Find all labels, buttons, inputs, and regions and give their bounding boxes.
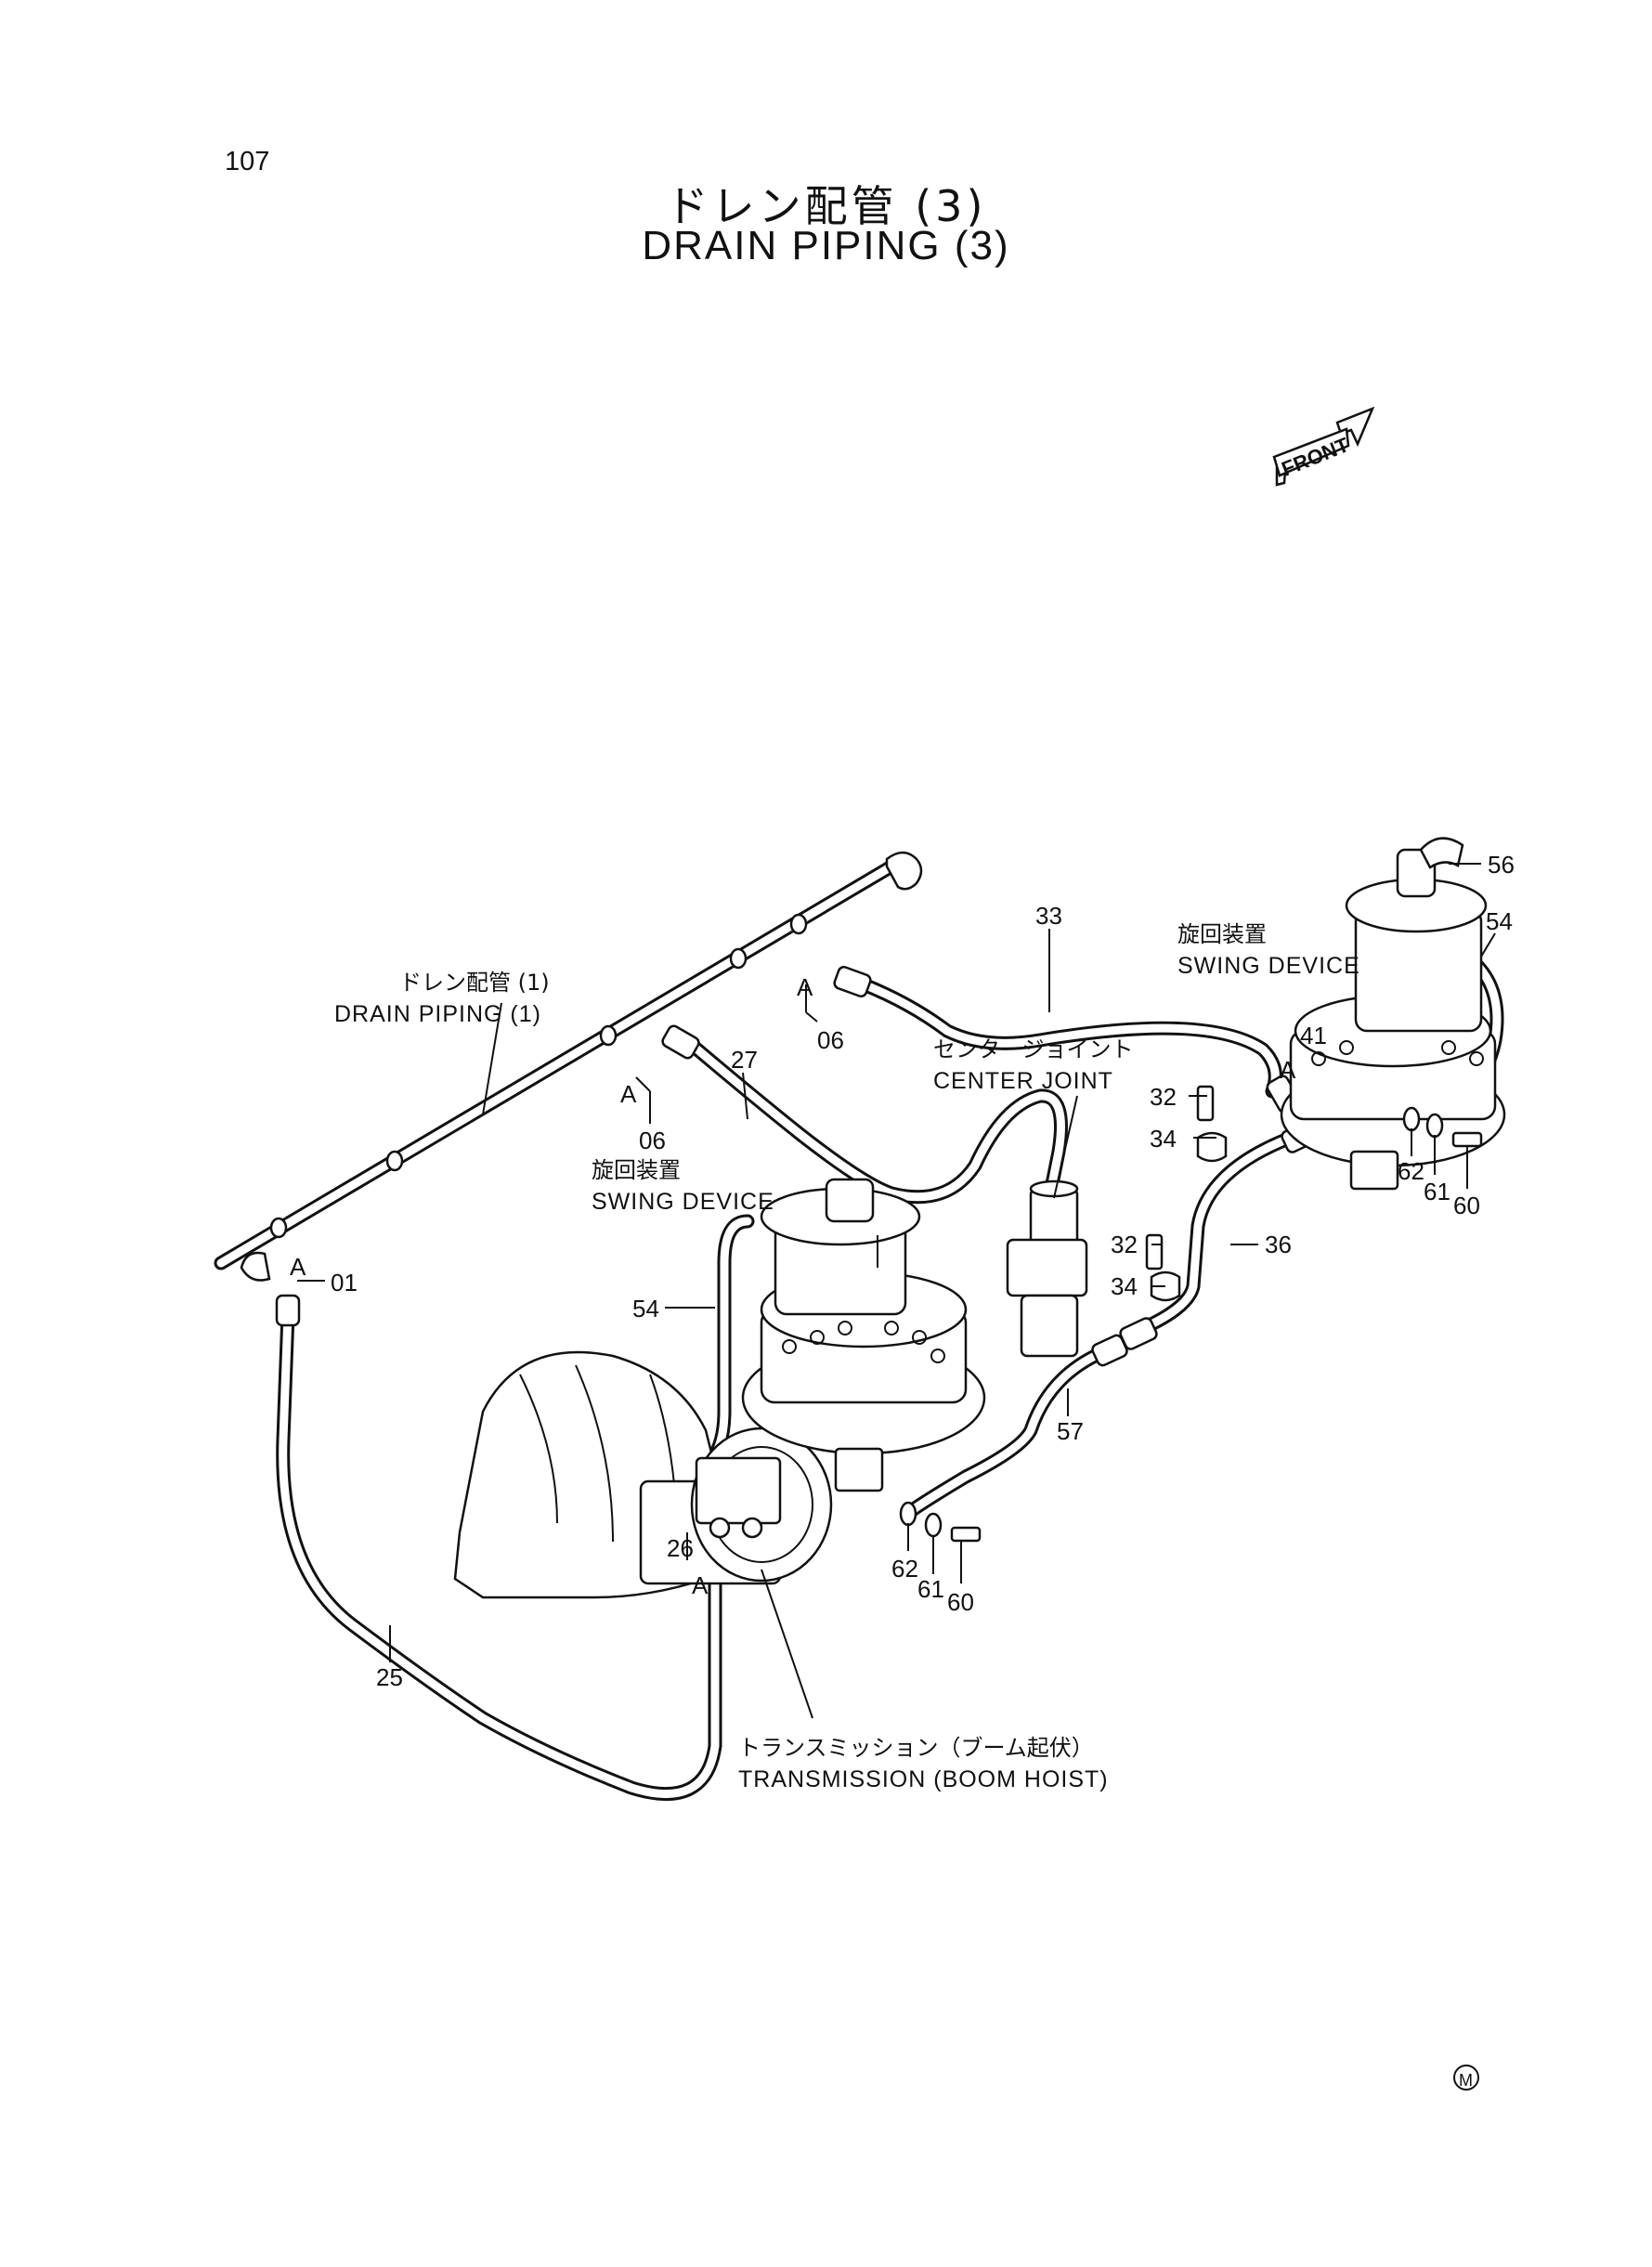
- part-number: 62: [891, 1555, 918, 1583]
- part-number: 26: [667, 1534, 694, 1562]
- part-number: 06: [639, 1127, 666, 1154]
- fittings: [240, 837, 1483, 1543]
- part-number: 60: [1453, 1192, 1480, 1219]
- part-number: 62: [1398, 1157, 1424, 1185]
- part-number: 61: [917, 1575, 944, 1603]
- swing-device-left-assembly: [741, 1178, 986, 1492]
- part-number: 54: [1486, 907, 1513, 935]
- detail-mark-a: A: [1280, 1056, 1296, 1084]
- part-number: 56: [1488, 851, 1515, 879]
- part-number: 25: [376, 1663, 403, 1691]
- swing-device-right-label-en: SWING DEVICE: [1177, 953, 1360, 979]
- drain-piping-1-rail: [214, 851, 923, 1270]
- detail-mark-a: A: [797, 973, 813, 1001]
- part-number: 61: [1424, 1178, 1450, 1205]
- drain-piping-1-label-jp: ドレン配管 (1): [399, 970, 550, 996]
- swing-device-left-label-en: SWING DEVICE: [592, 1189, 774, 1215]
- copyright-mark-letter: M: [1459, 2071, 1473, 2090]
- detail-mark-a: A: [692, 1571, 709, 1599]
- title-english: DRAIN PIPING (3): [642, 223, 1010, 268]
- title-japanese: ドレン配管 (3): [665, 181, 987, 231]
- page-number: 107: [225, 147, 270, 176]
- center-joint-label-en: CENTER JOINT: [933, 1068, 1113, 1094]
- swing-device-right-assembly: [1280, 848, 1506, 1191]
- swing-device-left-label-jp: 旋回装置: [592, 1157, 681, 1183]
- transmission-assembly: [453, 1350, 833, 1599]
- pipe-57: [903, 1334, 1128, 1519]
- part-number: 33: [1035, 902, 1062, 930]
- transmission-label-en: TRANSMISSION (BOOM HOIST): [738, 1766, 1109, 1792]
- part-number: 41: [1300, 1022, 1327, 1049]
- detail-mark-a: A: [620, 1080, 637, 1108]
- part-number: 57: [1057, 1417, 1084, 1445]
- part-number: 27: [731, 1046, 758, 1074]
- part-number: 34: [1111, 1272, 1138, 1300]
- swing-device-right-label-jp: 旋回装置: [1177, 921, 1267, 947]
- part-number: 32: [1150, 1083, 1177, 1111]
- part-number: 06: [817, 1026, 844, 1054]
- part-number: 34: [1150, 1125, 1177, 1153]
- detail-mark-a: A: [290, 1253, 306, 1281]
- transmission-label-jp: トランスミッション（ブーム起伏）: [738, 1735, 1094, 1761]
- part-number: 60: [947, 1588, 974, 1616]
- part-number: 01: [331, 1269, 358, 1296]
- leader-lines: [297, 863, 1496, 1719]
- center-joint-assembly: [1006, 1179, 1088, 1358]
- center-joint-label-jp: センタージョイント: [933, 1036, 1134, 1062]
- drain-piping-1-label-en: DRAIN PIPING (1): [334, 1001, 541, 1027]
- part-number: 54: [632, 1295, 659, 1322]
- copyright-mark: M: [1453, 2065, 1479, 2091]
- part-number: 32: [1111, 1231, 1138, 1258]
- front-arrow: FRONT: [1272, 406, 1375, 487]
- part-number: 36: [1265, 1231, 1292, 1258]
